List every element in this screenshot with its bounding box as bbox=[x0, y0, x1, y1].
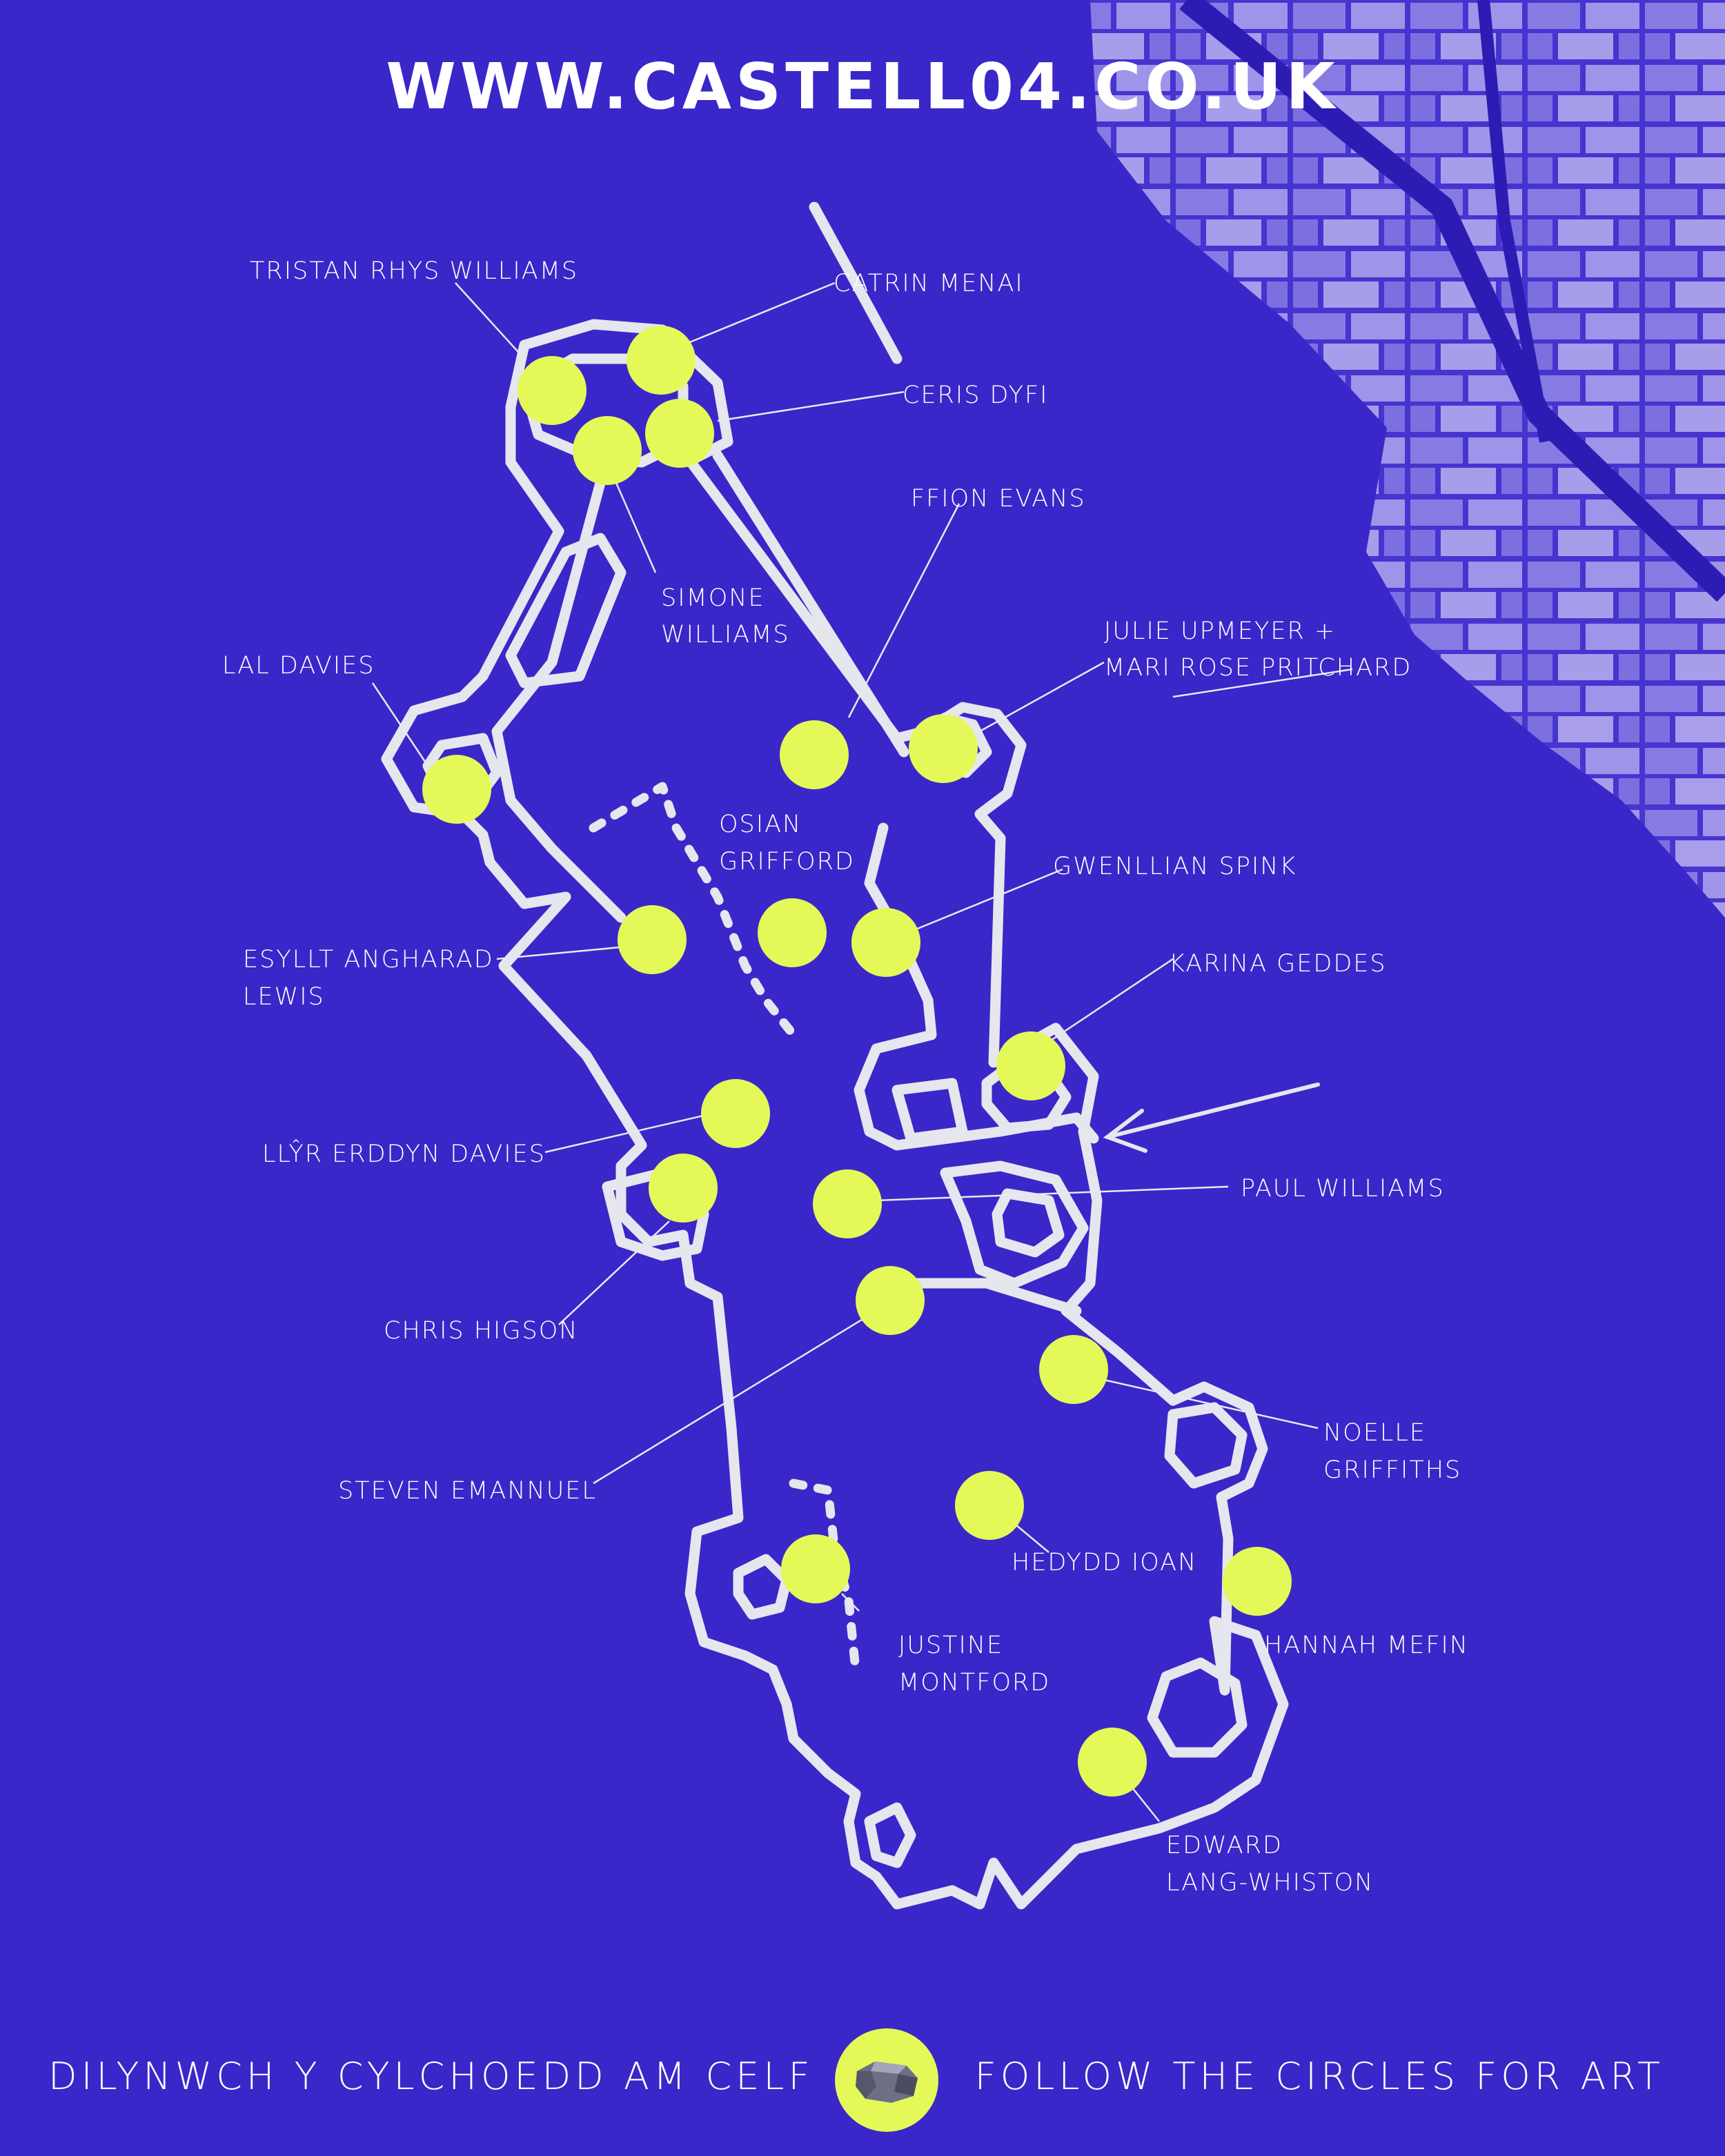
art-circle-llyr bbox=[701, 1079, 770, 1148]
label-llyr: LLŶR ERDDYN DAVIES bbox=[262, 1140, 546, 1168]
rock-icon bbox=[856, 2061, 918, 2103]
label-noelle-line1: NOELLE bbox=[1323, 1419, 1426, 1447]
label-lal: LAL DAVIES bbox=[222, 652, 375, 680]
label-hannah: HANNAH MEFIN bbox=[1264, 1632, 1469, 1659]
label-edward-line2: LANG-WHISTON bbox=[1166, 1869, 1374, 1897]
label-esyllt-line1: ESYLLT ANGHARAD bbox=[243, 946, 494, 973]
footer-circle bbox=[835, 2028, 938, 2132]
art-circle-tristan bbox=[518, 356, 586, 425]
label-julie-line1: JULIE UPMEYER + bbox=[1104, 617, 1337, 645]
art-circle-steven bbox=[856, 1266, 925, 1335]
footer-welsh-text: DILYNWCH Y CYLCHOEDD AM CELF bbox=[48, 2055, 814, 2098]
art-circle-simone bbox=[573, 416, 642, 485]
website-url[interactable]: WWW.CASTELL04.CO.UK bbox=[386, 50, 1339, 123]
label-hedydd: HEDYDD IOAN bbox=[1012, 1549, 1198, 1576]
label-julie-line2: MARI ROSE PRITCHARD bbox=[1104, 654, 1412, 682]
castle-outline bbox=[381, 201, 1289, 1910]
art-circle-hedydd bbox=[955, 1471, 1024, 1540]
art-circle-lal bbox=[422, 755, 491, 824]
label-simone-line1: SIMONE bbox=[661, 584, 765, 612]
entrance-arrow bbox=[1103, 1082, 1320, 1153]
art-circle-osian bbox=[758, 898, 827, 967]
art-circle-catrin bbox=[627, 326, 696, 395]
art-circle-gwenllian bbox=[851, 908, 920, 977]
art-circle-justine bbox=[781, 1534, 850, 1603]
label-justine-line2: MONTFORD bbox=[898, 1669, 1051, 1697]
art-circle-noelle bbox=[1039, 1335, 1108, 1404]
art-circle-ceris bbox=[645, 399, 714, 468]
label-edward-line1: EDWARD bbox=[1166, 1832, 1283, 1859]
label-gwenllian: GWENLLIAN SPINK bbox=[1053, 853, 1297, 880]
art-circle-edward bbox=[1078, 1728, 1147, 1797]
art-circle-esyllt bbox=[618, 905, 687, 974]
art-circle-paul bbox=[813, 1169, 882, 1238]
label-esyllt-line2: LEWIS bbox=[243, 983, 325, 1011]
castle-wall-photo bbox=[1090, 0, 1725, 918]
label-osian-line2: GRIFFORD bbox=[719, 848, 855, 876]
label-karina: KARINA GEDDES bbox=[1169, 950, 1387, 978]
art-circle-chris bbox=[649, 1154, 718, 1223]
art-circle-ffion bbox=[780, 720, 849, 789]
art-circle-karina bbox=[996, 1031, 1065, 1100]
label-simone-line2: WILLIAMS bbox=[661, 621, 790, 649]
label-steven: STEVEN EMANNUEL bbox=[338, 1477, 597, 1505]
label-noelle-line2: GRIFFITHS bbox=[1323, 1456, 1462, 1484]
label-ceris: CERIS DYFI bbox=[903, 382, 1049, 409]
label-tristan: TRISTAN RHYS WILLIAMS bbox=[250, 257, 579, 285]
art-circle-markers bbox=[422, 326, 1292, 1797]
label-osian-line1: OSIAN bbox=[719, 811, 802, 838]
label-justine-line1: JUSTINE bbox=[898, 1632, 1004, 1659]
label-chris: CHRIS HIGSON bbox=[384, 1317, 579, 1345]
footer-english-text: FOLLOW THE CIRCLES FOR ART bbox=[974, 2055, 1664, 2098]
art-circle-julie bbox=[909, 714, 978, 783]
art-circle-hannah bbox=[1223, 1547, 1292, 1616]
label-leader-lines bbox=[371, 281, 1353, 1822]
label-catrin: CATRIN MENAI bbox=[834, 270, 1024, 297]
label-ffion: FFION EVANS bbox=[911, 485, 1086, 513]
label-paul: PAUL WILLIAMS bbox=[1241, 1175, 1445, 1203]
